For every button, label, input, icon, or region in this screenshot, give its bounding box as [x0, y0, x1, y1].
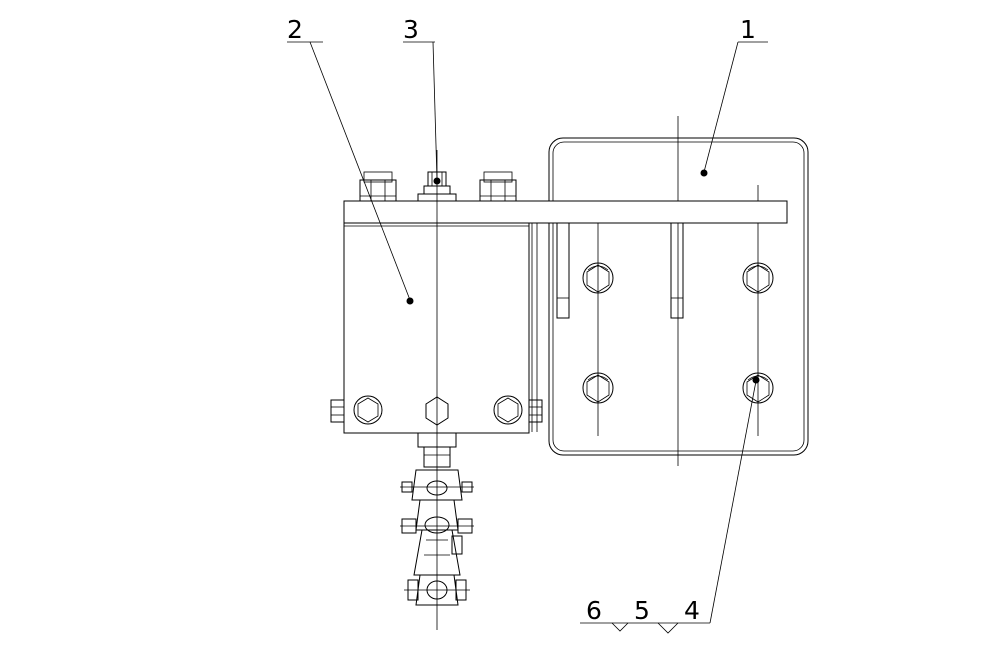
top-bar — [343, 200, 788, 432]
plate-bolt-top-left — [582, 262, 614, 294]
callout-3-label: 3 — [403, 15, 419, 44]
leader-1 — [700, 41, 768, 177]
callout-5-label: 5 — [634, 596, 650, 625]
leader-4 — [580, 376, 760, 634]
adjusting-bolt — [417, 171, 457, 202]
callout-1-label: 1 — [740, 15, 756, 44]
callout-2-label: 2 — [287, 15, 303, 44]
leader-3 — [403, 41, 441, 185]
plate-bolt-top-right — [742, 262, 774, 294]
callout-4-label: 4 — [684, 596, 700, 625]
leader-2 — [287, 41, 414, 305]
mounting-plate — [548, 116, 809, 466]
top-nut-left — [359, 171, 397, 202]
top-nut-right — [479, 171, 517, 202]
callout-6-label: 6 — [586, 596, 602, 625]
hanging-link-assembly — [400, 432, 474, 606]
plate-bolt-bottom-right — [742, 372, 774, 404]
plate-bolt-bottom-left — [582, 372, 614, 404]
